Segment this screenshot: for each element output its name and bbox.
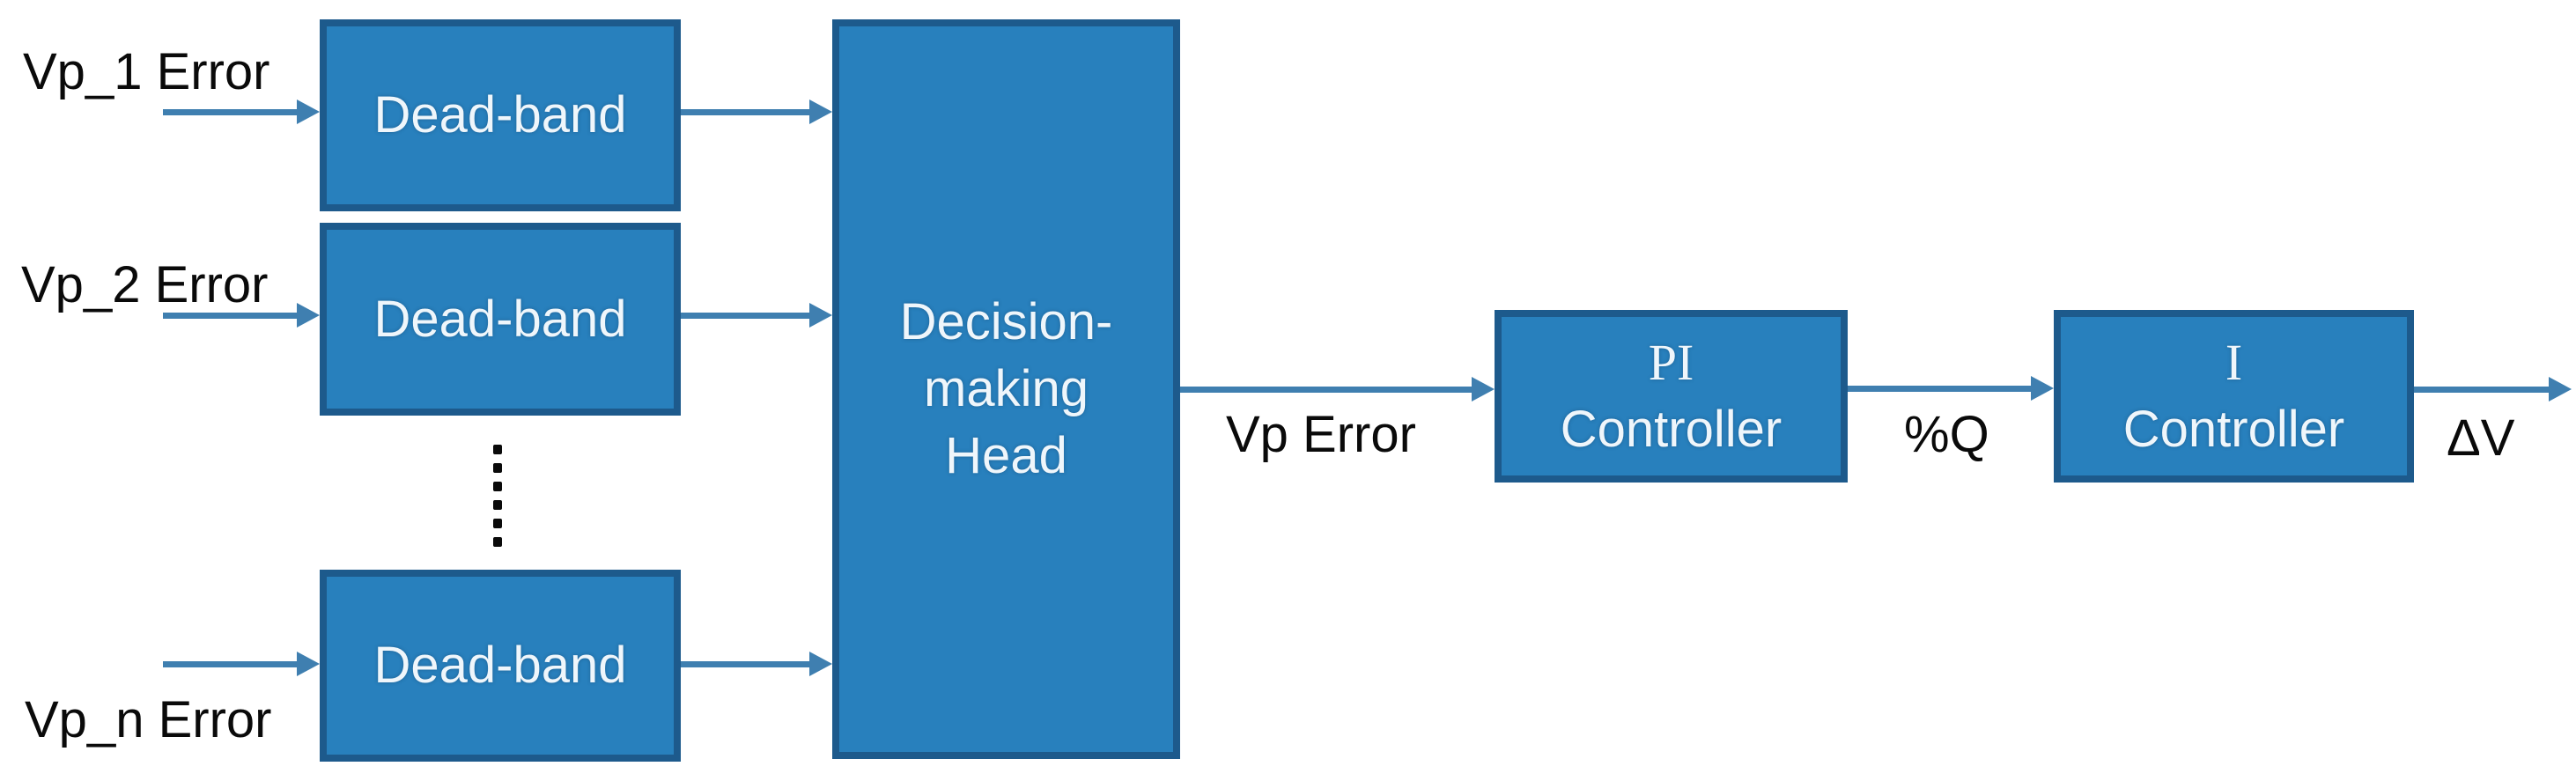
vertical-ellipsis (493, 440, 502, 551)
label-vpn-error: Vp_n Error (25, 691, 272, 748)
i-controller-label: Controller (2122, 401, 2345, 458)
arrow-input-n (163, 652, 320, 676)
label-vp2-error: Vp_2 Error (21, 256, 269, 313)
ellipsis-dot (493, 537, 502, 547)
arrow-input-1-head (297, 99, 320, 124)
arrow-input-n-shaft (163, 660, 299, 667)
ellipsis-dot (493, 463, 502, 473)
label-percent-q: %Q (1904, 406, 1989, 463)
arrow-pi-to-i (1848, 376, 2054, 401)
arrow-i-to-output-head (2549, 377, 2572, 402)
label-vp-error: Vp Error (1226, 406, 1416, 463)
arrow-decision-to-pi-head (1472, 377, 1495, 402)
arrow-i-to-output (2414, 377, 2572, 402)
ellipsis-dot (493, 519, 502, 528)
arrow-db3-head (809, 652, 832, 676)
arrow-input-2-shaft (163, 312, 299, 319)
arrow-db3-shaft (681, 660, 812, 667)
arrow-input-2 (163, 303, 320, 328)
arrow-deadband3-to-decision (681, 652, 832, 676)
deadband-block-1: Dead-band (320, 19, 681, 211)
decision-line-1: Decision- (899, 293, 1113, 350)
arrow-input-1-shaft (163, 108, 299, 115)
arrow-deadband1-to-decision (681, 99, 832, 124)
label-vp1-error: Vp_1 Error (23, 43, 270, 100)
label-delta-v: ΔV (2447, 409, 2515, 467)
deadband-block-2: Dead-band (320, 223, 681, 416)
arrow-decision-to-pi (1180, 377, 1495, 402)
arrow-input-1 (163, 99, 320, 124)
ellipsis-dot (493, 500, 502, 510)
arrow-i-to-output-shaft (2414, 386, 2551, 393)
i-controller-block: I Controller (2054, 310, 2414, 483)
decision-line-2: making (924, 360, 1089, 417)
arrow-pi-to-i-shaft (1848, 385, 2033, 392)
deadband-block-3: Dead-band (320, 570, 681, 762)
ellipsis-dot (493, 445, 502, 454)
arrow-db1-shaft (681, 108, 812, 115)
deadband-block-2-label: Dead-band (373, 290, 627, 348)
arrow-db2-shaft (681, 312, 812, 319)
ellipsis-dot (493, 482, 502, 491)
arrow-pi-to-i-head (2031, 376, 2054, 401)
deadband-block-1-label: Dead-band (373, 86, 627, 144)
i-controller-symbol: I (2225, 334, 2243, 391)
arrow-db2-head (809, 303, 832, 328)
arrow-db1-head (809, 99, 832, 124)
arrow-input-n-head (297, 652, 320, 676)
deadband-block-3-label: Dead-band (373, 637, 627, 694)
arrow-input-2-head (297, 303, 320, 328)
pi-controller-symbol: PI (1648, 334, 1694, 391)
pi-controller-block: PI Controller (1495, 310, 1848, 483)
arrow-deadband2-to-decision (681, 303, 832, 328)
pi-controller-label: Controller (1560, 401, 1783, 458)
decision-making-head-block: Decision- making Head (832, 19, 1180, 759)
arrow-decision-to-pi-shaft (1180, 386, 1474, 393)
decision-line-3: Head (945, 427, 1067, 484)
